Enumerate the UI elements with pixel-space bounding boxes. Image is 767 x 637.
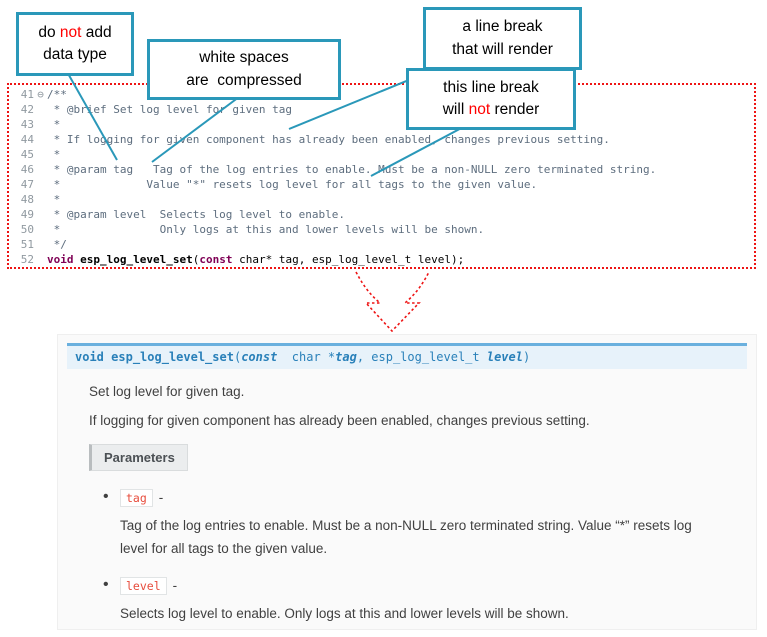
code-line: 47 * Value "*" resets log level for all … bbox=[9, 177, 754, 192]
callout-text: are compressed bbox=[186, 71, 302, 89]
param-name: tag bbox=[120, 489, 153, 507]
callout-text: that will render bbox=[452, 40, 553, 58]
line-number: 42 bbox=[20, 103, 34, 116]
function-signature: void esp_log_level_set(const char *tag, … bbox=[67, 343, 747, 369]
code-text: /** bbox=[47, 88, 67, 101]
code-line: 45 * bbox=[9, 147, 754, 162]
parameter-item: • tag- Tag of the log entries to enable. M… bbox=[103, 488, 716, 561]
fold-marker-icon[interactable]: ⊖ bbox=[37, 88, 44, 101]
code-text: void esp_log_level_set(const char* tag, … bbox=[47, 253, 465, 266]
code-text: * If logging for given component has alr… bbox=[47, 133, 610, 146]
line-number: 51 bbox=[20, 238, 34, 251]
callout-no-datatype: do not add data type bbox=[16, 12, 134, 76]
callout-linebreak-renders: a line break that will render bbox=[423, 7, 582, 70]
param-description: Selects log level to enable. Only logs a… bbox=[120, 605, 569, 621]
code-text: * bbox=[47, 118, 61, 131]
param-list: •tag-Tag of the log entries to enable. M… bbox=[58, 488, 756, 626]
flow-arrow-icon bbox=[355, 271, 430, 333]
code-line: 43 * bbox=[9, 117, 754, 132]
line-number: 48 bbox=[20, 193, 34, 206]
line-number: 44 bbox=[20, 133, 34, 146]
callout-text: this line break bbox=[443, 78, 539, 96]
callout-text: white spaces bbox=[199, 49, 289, 67]
brief-text: Set log level for given tag. bbox=[89, 384, 245, 399]
code-line: 49 * @param level Selects log level to e… bbox=[9, 207, 754, 222]
code-text: * @param tag Tag of the log entries to e… bbox=[47, 163, 657, 176]
line-number: 52 bbox=[20, 253, 34, 266]
callout-text: a line break bbox=[462, 18, 543, 36]
callout-linebreak-not-render: this line break will not render bbox=[406, 68, 576, 130]
param-name: level bbox=[120, 576, 167, 595]
line-number: 45 bbox=[20, 148, 34, 161]
code-line: 48 * bbox=[9, 192, 754, 207]
code-text: * Only logs at this and lower levels wil… bbox=[47, 223, 485, 236]
code-text: * bbox=[47, 193, 61, 206]
code-text: * @brief Set log level for given tag bbox=[47, 103, 293, 116]
parameters-label: Parameters bbox=[89, 444, 188, 471]
code-line: 41⊖/** bbox=[9, 87, 754, 102]
code-line: 52 void esp_log_level_set(const char* tag… bbox=[9, 252, 754, 267]
line-number: 49 bbox=[20, 208, 34, 221]
code-line: 42 * @brief Set log level for given tag bbox=[9, 102, 754, 117]
code-text: * bbox=[47, 148, 61, 161]
param-separator: - bbox=[172, 577, 178, 593]
callout-text: will not render bbox=[442, 101, 540, 118]
code-line: 44 * If logging for given component has … bbox=[9, 132, 754, 147]
callout-whitespace-compressed: white spaces are compressed bbox=[147, 39, 341, 100]
description-text: If logging for given component has alrea… bbox=[89, 413, 590, 428]
callout-text: do not add bbox=[38, 23, 112, 41]
code-text: * Value "*" resets log level for all tag… bbox=[47, 178, 538, 191]
bullet-icon: • bbox=[103, 488, 109, 505]
param-description: Tag of the log entries to enable. Must b… bbox=[120, 518, 692, 556]
line-number: 41 bbox=[20, 88, 34, 101]
line-number: 47 bbox=[20, 178, 34, 191]
code-lines: 41⊖/**42 * @brief Set log level for give… bbox=[9, 87, 754, 267]
rendered-doc-panel: void esp_log_level_set(const char *tag, … bbox=[57, 334, 757, 630]
code-text: */ bbox=[47, 238, 67, 251]
code-line: 50 * Only logs at this and lower levels … bbox=[9, 222, 754, 237]
callout-text: data type bbox=[43, 46, 107, 63]
parameter-item: • level- Selects log level to enable. Only… bbox=[103, 576, 716, 626]
param-separator: - bbox=[158, 490, 164, 505]
line-number: 50 bbox=[20, 223, 34, 236]
code-line: 51 */ bbox=[9, 237, 754, 252]
line-number: 46 bbox=[20, 163, 34, 176]
code-line: 46 * @param tag Tag of the log entries t… bbox=[9, 162, 754, 177]
bullet-icon: • bbox=[103, 575, 109, 593]
code-text: * @param level Selects log level to enab… bbox=[47, 208, 346, 221]
code-editor-panel: 41⊖/**42 * @brief Set log level for give… bbox=[7, 83, 756, 269]
line-number: 43 bbox=[20, 118, 34, 131]
